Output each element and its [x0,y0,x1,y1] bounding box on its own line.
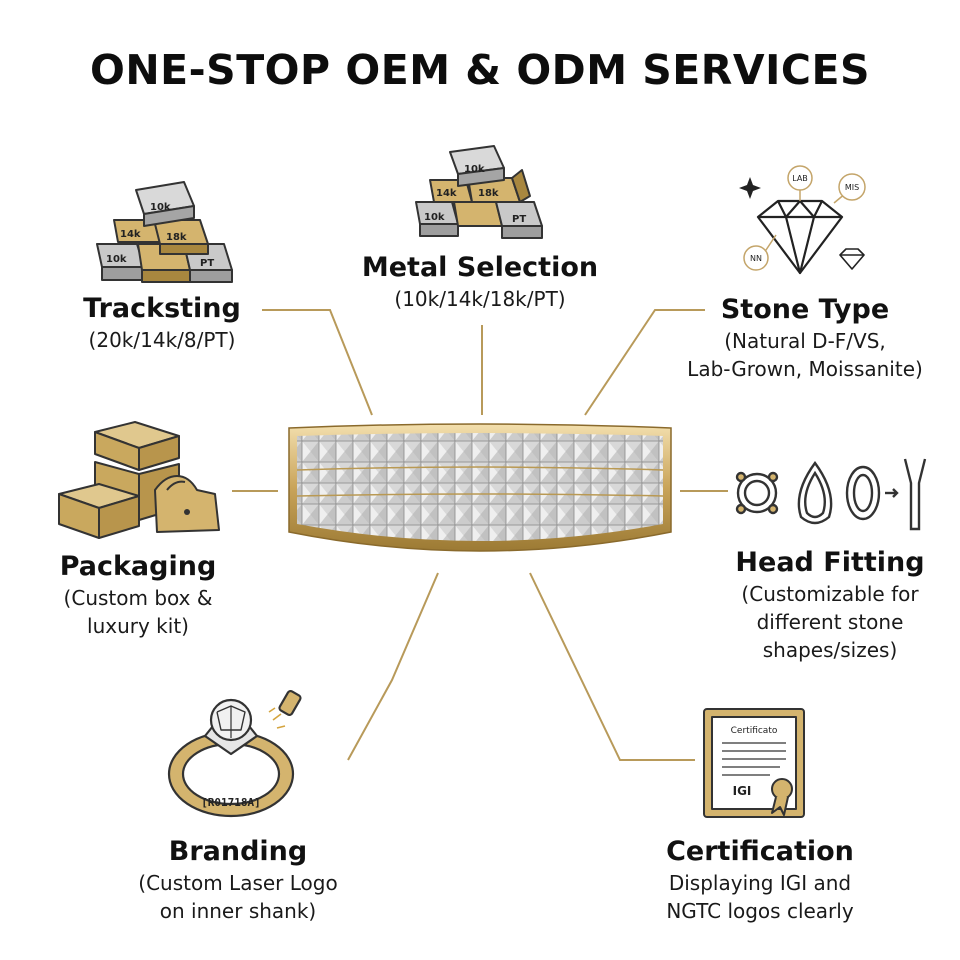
diamond-ring-band [288,423,672,552]
certificate-title: Certificato [731,726,778,736]
prong-settings-icon [735,458,927,531]
feature-heading: Packaging [59,551,217,582]
bar-label-pt: PT [200,258,214,269]
feature-desc: (Custom Laser Logo [138,870,338,895]
bar-label-14k: 14k [120,229,141,240]
stone-label-lab: LAB [792,174,808,183]
feature-certification: Certification Displaying IGI and NGTC lo… [630,835,890,925]
certificate-logo: IGI [733,784,752,798]
feature-desc: (Customizable for [741,581,919,606]
feature-heading: Certification [666,836,854,867]
bar-label-18k: 18k [166,232,187,243]
diamond-icon: LAB MIS NN [739,165,866,275]
page-title: ONE-STOP OEM & ODM SERVICES [89,46,870,94]
feature-desc: (Custom box & [63,585,213,610]
bar-label-14k: 14k [436,188,457,199]
bar-label-10k: 10k [150,202,171,213]
bar-label-10k: 10k [464,164,485,175]
engraving-text: [R01718A] [201,796,261,809]
certificate-icon: Certificato IGI [703,708,805,818]
feature-desc: Displaying IGI and [668,870,852,895]
feature-desc: (Natural D-F/VS, [724,328,886,353]
bar-label-10k-b: 10k [424,212,445,223]
bar-label-pt: PT [512,214,526,225]
feature-desc: (10k/14k/18k/PT) [394,286,566,311]
feature-desc: different stone [756,609,904,634]
feature-stone-type: Stone Type (Natural D-F/VS, Lab-Grown, M… [680,293,930,383]
stone-label-nn: NN [750,254,762,263]
packaging-boxes-icon [58,421,220,539]
metal-bars-icon: 10k 14k 18k 10k PT [415,145,543,239]
feature-heading: Stone Type [720,294,890,325]
bar-label-10k-b: 10k [106,254,127,265]
bar-label-18k: 18k [478,188,499,199]
feature-metal-selection: Metal Selection (10k/14k/18k/PT) [340,251,620,313]
feature-desc: Lab-Grown, Moissanite) [687,356,923,381]
feature-desc: NGTC logos clearly [666,898,854,923]
feature-heading: Metal Selection [361,252,599,283]
connector-tracksting [262,309,373,416]
engraved-ring-icon: [R01718A] [167,689,302,818]
feature-packaging: Packaging (Custom box & luxury kit) [28,550,248,640]
feature-head-fitting: Head Fitting (Customizable for different… [710,546,950,664]
feature-heading: Branding [168,836,308,867]
feature-heading: Tracksting [83,293,241,324]
feature-desc: (20k/14k/8/PT) [88,327,236,352]
connector-branding [347,572,439,761]
feature-tracksting: Tracksting (20k/14k/8/PT) [52,292,272,354]
feature-desc: shapes/sizes) [762,637,898,662]
feature-desc: luxury kit) [87,613,189,638]
connector-certification [529,572,695,761]
feature-heading: Head Fitting [735,547,925,578]
feature-desc: on inner shank) [159,898,317,923]
connector-stone [584,309,705,416]
feature-branding: Branding (Custom Laser Logo on inner sha… [108,835,368,925]
stone-label-mis: MIS [845,183,859,192]
gold-bars-icon: 10k 14k 18k 10k PT [96,181,233,283]
